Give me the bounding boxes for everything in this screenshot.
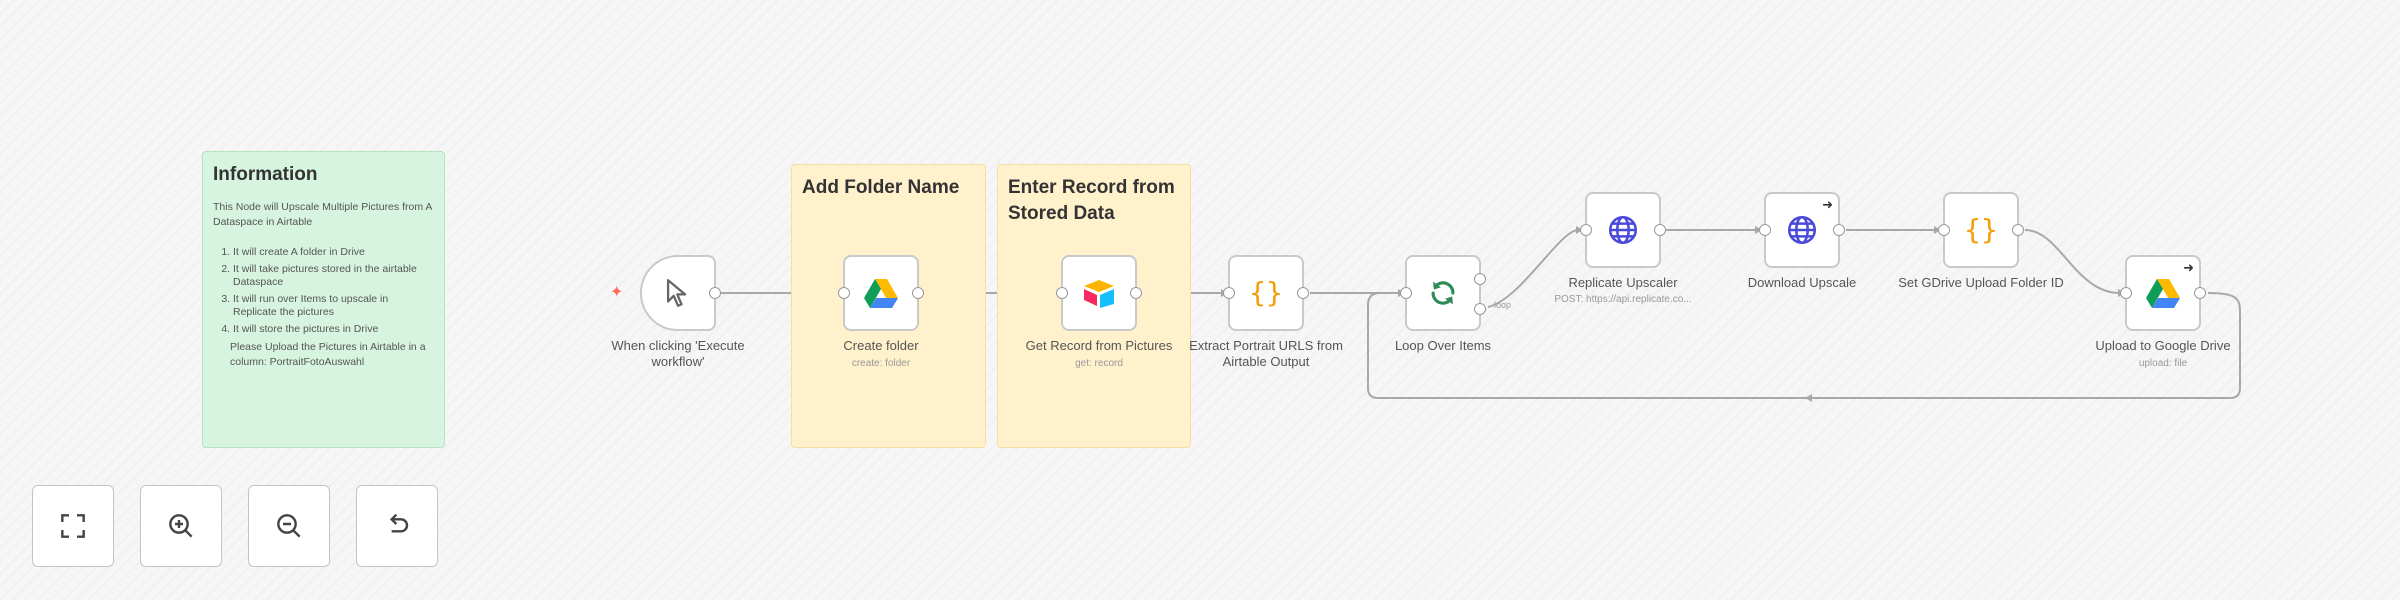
cursor-icon [666, 279, 687, 307]
input-port[interactable] [838, 287, 850, 299]
output-port[interactable] [1297, 287, 1309, 299]
arrow-out-icon: ➜ [2183, 260, 2194, 275]
fit-view-button[interactable] [32, 485, 114, 567]
airtable-icon [1084, 280, 1114, 308]
node-replicate-upscaler[interactable] [1580, 192, 1666, 268]
svg-text:{}: {} [1249, 276, 1283, 309]
node-label: Download Upscale [1747, 275, 1857, 290]
arrow-out-icon: ➜ [1822, 197, 1833, 212]
output-port[interactable] [1833, 224, 1845, 236]
node-download-upscale[interactable]: ➜ [1759, 192, 1845, 268]
reset-zoom-button[interactable] [356, 485, 438, 567]
sticky-note-title: Enter Record from Stored Data [1008, 177, 1175, 224]
output-port[interactable] [1130, 287, 1142, 299]
fit-view-icon [61, 514, 85, 538]
google-drive-icon [2146, 279, 2180, 308]
sticky-note-title: Information [213, 164, 318, 185]
sticky-note-footer: Please Upload the Pictures in Airtable i… [230, 341, 426, 368]
input-port[interactable] [1223, 287, 1235, 299]
list-item: It will create A folder in Drive [233, 246, 434, 259]
zoom-in-icon [169, 514, 193, 538]
node-get-record[interactable] [1056, 255, 1142, 331]
sticky-note-information[interactable]: Information This Node will Upscale Multi… [202, 151, 445, 448]
port-label-loop: loop [1494, 300, 1512, 310]
list-item: It will take pictures stored in the airt… [233, 263, 434, 289]
node-label: When clicking 'Execute workflow' [611, 338, 745, 369]
sticky-note-list: It will create A folder in Drive It will… [213, 246, 434, 336]
node-label: Get Record from Pictures [1025, 338, 1173, 353]
zoom-out-icon [277, 514, 301, 538]
list-item: It will store the pictures in Drive [233, 323, 434, 336]
svg-text:{}: {} [1964, 213, 1998, 246]
node-subtitle: create: folder [851, 358, 911, 369]
node-label: Extract Portrait URLS from Airtable Outp… [1189, 338, 1343, 369]
list-item: It will run over Items to upscale in Rep… [233, 293, 434, 319]
sticky-note-intro: This Node will Upscale Multiple Pictures… [213, 201, 432, 228]
node-extract-portrait-urls[interactable]: {} [1223, 255, 1309, 331]
output-port-loop[interactable] [1474, 303, 1486, 315]
arrowhead [1805, 394, 1812, 402]
output-port[interactable] [2012, 224, 2024, 236]
node-loop-over-items[interactable] [1400, 255, 1486, 331]
node-upload-google-drive[interactable]: ➜ [2120, 255, 2206, 331]
node-subtitle: POST: https://api.replicate.co... [1554, 294, 1692, 305]
node-label: Replicate Upscaler [1568, 275, 1678, 290]
input-port[interactable] [2120, 287, 2132, 299]
node-set-gdrive-folder-id[interactable]: {} [1938, 192, 2024, 268]
output-port[interactable] [709, 287, 721, 299]
globe-icon [1608, 215, 1638, 245]
reset-zoom-icon [389, 513, 409, 533]
zoom-in-button[interactable] [140, 485, 222, 567]
node-subtitle: upload: file [2138, 358, 2188, 369]
sticky-note-title: Add Folder Name [802, 177, 960, 198]
node-label: Upload to Google Drive [2095, 338, 2231, 353]
input-port[interactable] [1938, 224, 1950, 236]
node-label: Create folder [843, 338, 919, 353]
loop-icon [1431, 281, 1455, 305]
code-braces-icon: {} [1964, 213, 1998, 246]
input-port[interactable] [1400, 287, 1412, 299]
node-subtitle: get: record [1075, 358, 1123, 369]
google-drive-icon [864, 279, 898, 308]
sticky-note-enter-record[interactable]: Enter Record from Stored Data [997, 164, 1191, 448]
globe-icon [1787, 215, 1817, 245]
output-port[interactable] [1654, 224, 1666, 236]
node-create-folder[interactable] [838, 255, 924, 331]
node-label: Set GDrive Upload Folder ID [1898, 275, 2064, 290]
input-port[interactable] [1056, 287, 1068, 299]
zoom-out-button[interactable] [248, 485, 330, 567]
input-port[interactable] [1759, 224, 1771, 236]
output-port[interactable] [912, 287, 924, 299]
code-braces-icon: {} [1249, 276, 1283, 309]
output-port-done[interactable] [1474, 273, 1486, 285]
node-manual-trigger[interactable] [640, 255, 721, 331]
node-label: Loop Over Items [1394, 338, 1492, 353]
output-port[interactable] [2194, 287, 2206, 299]
trigger-bolt-icon: ✦ [610, 284, 624, 301]
input-port[interactable] [1580, 224, 1592, 236]
